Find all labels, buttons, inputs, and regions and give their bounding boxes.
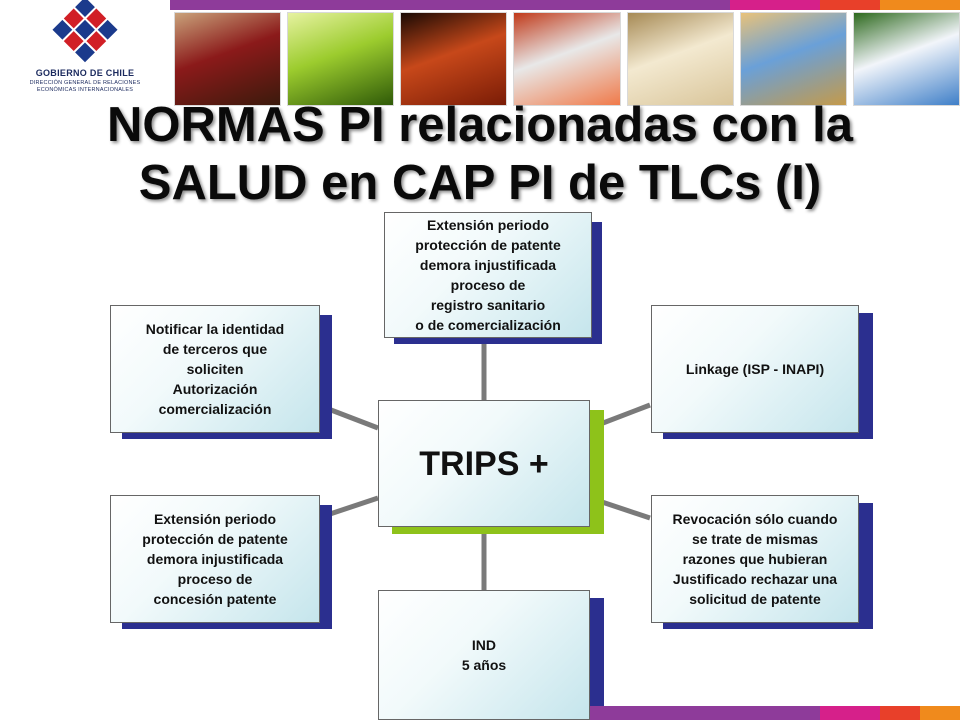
title-line-2: SALUD en CAP PI de TLCs (I): [138, 156, 822, 210]
top-right-box: Linkage (ISP - INAPI): [651, 305, 859, 433]
org-name: GOBIERNO DE CHILE: [35, 68, 135, 78]
center-box: TRIPS +: [378, 400, 590, 527]
boxes-photo: [626, 12, 734, 106]
org-subtitle: DIRECCIÓN GENERAL DE RELACIONES ECONÓMIC…: [29, 80, 141, 93]
slide-title: NORMAS PI relacionadas con la SALUD en C…: [0, 96, 960, 212]
top-left-box: Notificar la identidad de terceros que s…: [110, 305, 320, 433]
salmon-photo: [513, 12, 621, 106]
title-line-1: NORMAS PI relacionadas con la: [106, 98, 854, 152]
bottom-box: IND 5 años: [378, 590, 590, 720]
volcano-photo: [852, 12, 960, 106]
photo-strip: [174, 12, 960, 106]
bottom-left-box: Extensión periodo protección de patente …: [110, 495, 320, 623]
chile-emblem-icon: [52, 0, 118, 63]
footer-color-bar: [590, 706, 960, 720]
top-box: Extensión periodo protección de patente …: [384, 212, 592, 338]
lumber-photo: [739, 12, 847, 106]
wine-photo: [174, 12, 282, 106]
government-logo: GOBIERNO DE CHILE DIRECCIÓN GENERAL DE R…: [0, 0, 170, 112]
grapes-photo: [287, 12, 395, 106]
bottom-right-box: Revocación sólo cuando se trate de misma…: [651, 495, 859, 623]
people-photo: [400, 12, 508, 106]
header-color-bar: [170, 0, 960, 10]
